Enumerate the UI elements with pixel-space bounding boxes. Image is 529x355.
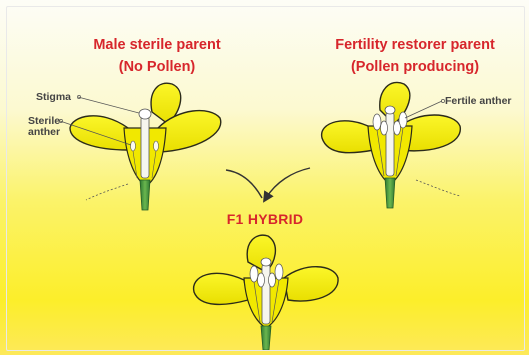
stem bbox=[140, 180, 150, 210]
male-sterile-flower bbox=[59, 83, 220, 210]
petal bbox=[70, 116, 128, 150]
cross-arrows bbox=[226, 168, 310, 198]
dashed-trail bbox=[86, 184, 128, 200]
sterile-anther-label: Sterile anther bbox=[28, 116, 68, 138]
f1-hybrid-title: F1 HYBRID bbox=[200, 208, 330, 230]
stem bbox=[261, 326, 271, 350]
pistil bbox=[141, 116, 149, 178]
title-line: Male sterile parent bbox=[72, 34, 242, 56]
petal bbox=[247, 235, 275, 272]
petal bbox=[322, 121, 374, 153]
stem bbox=[385, 178, 395, 208]
male-sterile-parent-title: Male sterile parent (No Pollen) bbox=[72, 34, 242, 78]
petal bbox=[194, 273, 248, 304]
fertile-anther-label: Fertile anther bbox=[445, 96, 512, 107]
petal bbox=[284, 267, 338, 301]
stigma-label: Stigma bbox=[36, 92, 71, 103]
pistil bbox=[386, 112, 394, 176]
stigma-shape bbox=[139, 109, 151, 119]
title-line: (No Pollen) bbox=[72, 56, 242, 78]
title-line: Fertility restorer parent bbox=[300, 34, 529, 56]
restorer-flower bbox=[322, 82, 461, 208]
dashed-trail bbox=[416, 180, 460, 196]
f1-hybrid-flower bbox=[194, 235, 339, 350]
title-line: (Pollen producing) bbox=[300, 56, 529, 78]
restorer-parent-title: Fertility restorer parent (Pollen produc… bbox=[300, 34, 529, 78]
stigma-leader bbox=[78, 97, 139, 113]
